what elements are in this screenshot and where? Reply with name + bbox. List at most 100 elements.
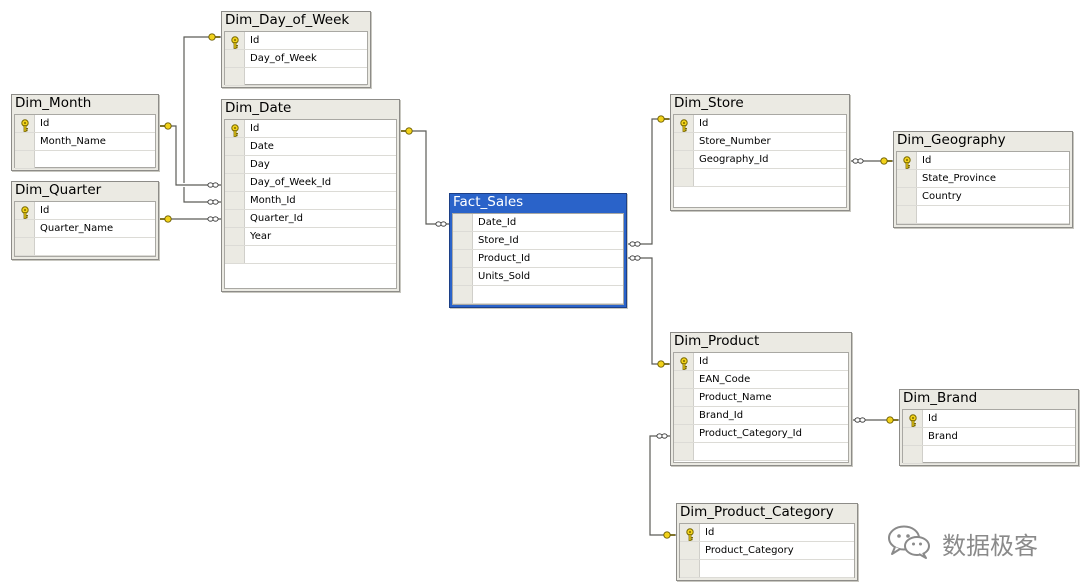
column-row[interactable]: State_Province (897, 170, 1069, 188)
row-selector[interactable] (15, 238, 35, 255)
empty-row[interactable] (903, 446, 1075, 464)
row-selector[interactable] (674, 353, 694, 370)
empty-row[interactable] (225, 68, 367, 86)
column-row[interactable]: Quarter_Name (15, 220, 155, 238)
row-selector[interactable] (674, 151, 694, 168)
row-selector[interactable] (674, 389, 694, 406)
column-row[interactable]: EAN_Code (674, 371, 848, 389)
column-row[interactable]: Units_Sold (453, 268, 623, 286)
column-row[interactable]: Brand_Id (674, 407, 848, 425)
table-title[interactable]: Fact_Sales (453, 194, 524, 210)
column-row[interactable]: Date (225, 138, 396, 156)
row-selector[interactable] (903, 428, 923, 445)
row-selector[interactable] (225, 50, 245, 67)
table-title[interactable]: Dim_Product (674, 333, 760, 349)
row-selector[interactable] (225, 68, 245, 85)
row-selector[interactable] (453, 286, 473, 303)
row-selector[interactable] (453, 250, 473, 267)
column-row[interactable]: Product_Name (674, 389, 848, 407)
row-selector[interactable] (225, 228, 245, 245)
row-selector[interactable] (225, 138, 245, 155)
column-row[interactable]: Date_Id (453, 214, 623, 232)
column-row[interactable]: Product_Category_Id (674, 425, 848, 443)
row-selector[interactable] (225, 120, 245, 137)
column-row[interactable]: Id (674, 115, 846, 133)
column-row[interactable]: Id (225, 120, 396, 138)
column-row[interactable]: Year (225, 228, 396, 246)
column-row[interactable]: Product_Category (680, 542, 854, 560)
column-row[interactable]: Store_Id (453, 232, 623, 250)
column-row[interactable]: Id (15, 202, 155, 220)
row-selector[interactable] (897, 206, 917, 223)
row-selector[interactable] (680, 560, 700, 577)
row-selector[interactable] (15, 202, 35, 219)
row-selector[interactable] (674, 407, 694, 424)
row-selector[interactable] (225, 246, 245, 263)
column-row[interactable]: Day_of_Week_Id (225, 174, 396, 192)
column-row[interactable]: Brand (903, 428, 1075, 446)
row-selector[interactable] (15, 115, 35, 132)
row-selector[interactable] (15, 220, 35, 237)
row-selector[interactable] (897, 152, 917, 169)
column-row[interactable]: Day (225, 156, 396, 174)
table-title[interactable]: Dim_Quarter (15, 182, 102, 198)
column-row[interactable]: Month_Name (15, 133, 155, 151)
row-selector[interactable] (225, 210, 245, 227)
column-row[interactable]: Month_Id (225, 192, 396, 210)
table-title[interactable]: Dim_Date (225, 100, 292, 116)
column-row[interactable]: Id (680, 524, 854, 542)
row-selector[interactable] (680, 524, 700, 541)
table-title[interactable]: Dim_Month (15, 95, 92, 111)
row-selector[interactable] (674, 169, 694, 186)
column-row[interactable]: Quarter_Id (225, 210, 396, 228)
column-row[interactable]: Id (903, 410, 1075, 428)
empty-row[interactable] (680, 560, 854, 578)
table-title[interactable]: Dim_Day_of_Week (225, 12, 350, 28)
empty-row[interactable] (674, 169, 846, 187)
row-selector[interactable] (674, 443, 694, 460)
row-selector[interactable] (453, 214, 473, 231)
row-selector[interactable] (225, 156, 245, 173)
table-title[interactable]: Dim_Product_Category (680, 504, 834, 520)
row-selector[interactable] (897, 170, 917, 187)
empty-row[interactable] (897, 206, 1069, 224)
row-selector[interactable] (674, 115, 694, 132)
row-selector[interactable] (225, 32, 245, 49)
column-row[interactable]: Store_Number (674, 133, 846, 151)
empty-row[interactable] (15, 238, 155, 256)
row-selector[interactable] (903, 446, 923, 463)
row-selector[interactable] (903, 410, 923, 427)
column-row[interactable]: Country (897, 188, 1069, 206)
table-title[interactable]: Dim_Brand (903, 390, 978, 406)
column-row[interactable]: Id (897, 152, 1069, 170)
row-selector[interactable] (453, 268, 473, 285)
table-title[interactable]: Dim_Geography (897, 132, 1006, 148)
row-selector[interactable] (225, 174, 245, 191)
empty-row[interactable] (674, 443, 848, 461)
column-row[interactable]: Product_Id (453, 250, 623, 268)
column-row[interactable]: Id (225, 32, 367, 50)
row-selector[interactable] (674, 133, 694, 150)
row-selector[interactable] (453, 232, 473, 249)
empty-row[interactable] (225, 246, 396, 264)
row-selector[interactable] (15, 133, 35, 150)
row-selector[interactable] (674, 371, 694, 388)
column-row[interactable]: Geography_Id (674, 151, 846, 169)
empty-row[interactable] (453, 286, 623, 304)
row-selector[interactable] (680, 542, 700, 559)
table-title[interactable]: Dim_Store (674, 95, 744, 111)
row-selector[interactable] (15, 151, 35, 168)
empty-row[interactable] (15, 151, 155, 169)
column-row[interactable]: Id (674, 353, 848, 371)
column-row[interactable]: Day_of_Week (225, 50, 367, 68)
column-row[interactable]: Id (15, 115, 155, 133)
row-selector[interactable] (225, 192, 245, 209)
